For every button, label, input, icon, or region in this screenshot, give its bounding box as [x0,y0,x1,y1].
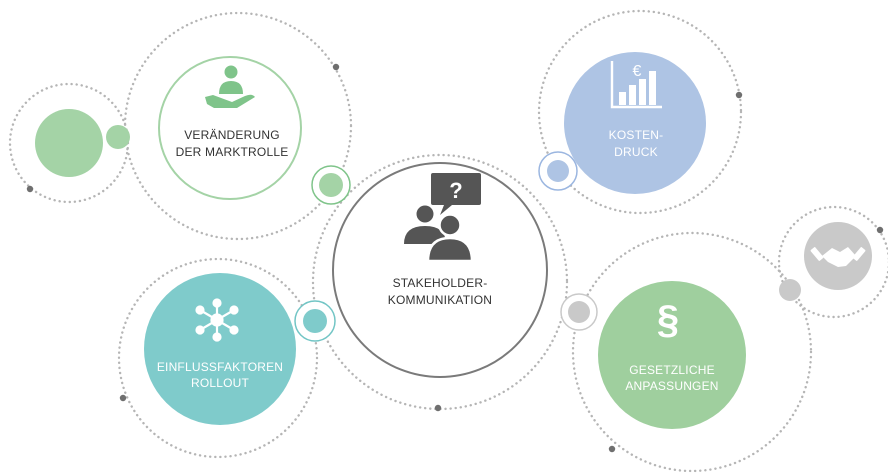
node-bottom-left-label-1: EINFLUSSFAKTOREN [157,360,283,374]
node-top-right-label-2: DRUCK [614,145,658,159]
node-bottom-right-label-1: GESETZLICHE [629,363,715,377]
node-center-circle [332,162,548,378]
orbit-marker [735,91,743,99]
orbit-marker [434,404,442,412]
node-bottom-right-label-2: ANPASSUNGEN [625,379,718,393]
orbit-markers [26,63,884,453]
node-top-right-label-1: KOSTEN- [609,128,664,142]
orbit-marker [332,63,340,71]
node-bottom-left-circle [144,273,296,425]
node-top-left-label-1: VERÄNDERUNG [184,128,280,142]
satellite-grey-small [779,279,801,301]
orbit-marker [608,445,616,453]
connector-bottom-right [560,293,598,331]
node-top-right-circle [564,52,706,194]
connector-top-right [538,151,578,191]
orbit-bottom-right [571,231,813,473]
node-center-label-2: KOMMUNIKATION [388,293,492,307]
orbit-top-right [537,9,743,215]
node-bottom-left-label-2: ROLLOUT [191,376,250,390]
euro-chart-icon: € [610,61,662,109]
connector-top-left [311,165,351,205]
node-top-left-label-2: DER MARKTROLLE [176,145,289,159]
orbit-far-right [777,205,888,319]
satellite-green-small [106,125,130,149]
svg-text:€: € [633,63,642,80]
dotted-orbits [8,9,888,473]
node-top-left-circle [158,56,302,200]
paragraph-icon: § [657,298,679,342]
orbit-marker [876,226,884,234]
orbit-marker [26,185,34,193]
hand-person-icon [205,65,255,108]
svg-text:?: ? [449,178,462,203]
network-hub-icon [195,298,239,342]
satellite-green-large [35,109,103,177]
handshake-icon [810,247,866,267]
orbit-top-left [123,11,353,241]
orbit-marker [119,394,127,402]
node-center-label-1: STAKEHOLDER- [393,276,488,290]
people-question-icon: ? [404,173,481,263]
node-bottom-right-circle [598,281,746,429]
orbit-bottom-left [117,257,319,459]
connector-bottom-left [294,300,336,342]
